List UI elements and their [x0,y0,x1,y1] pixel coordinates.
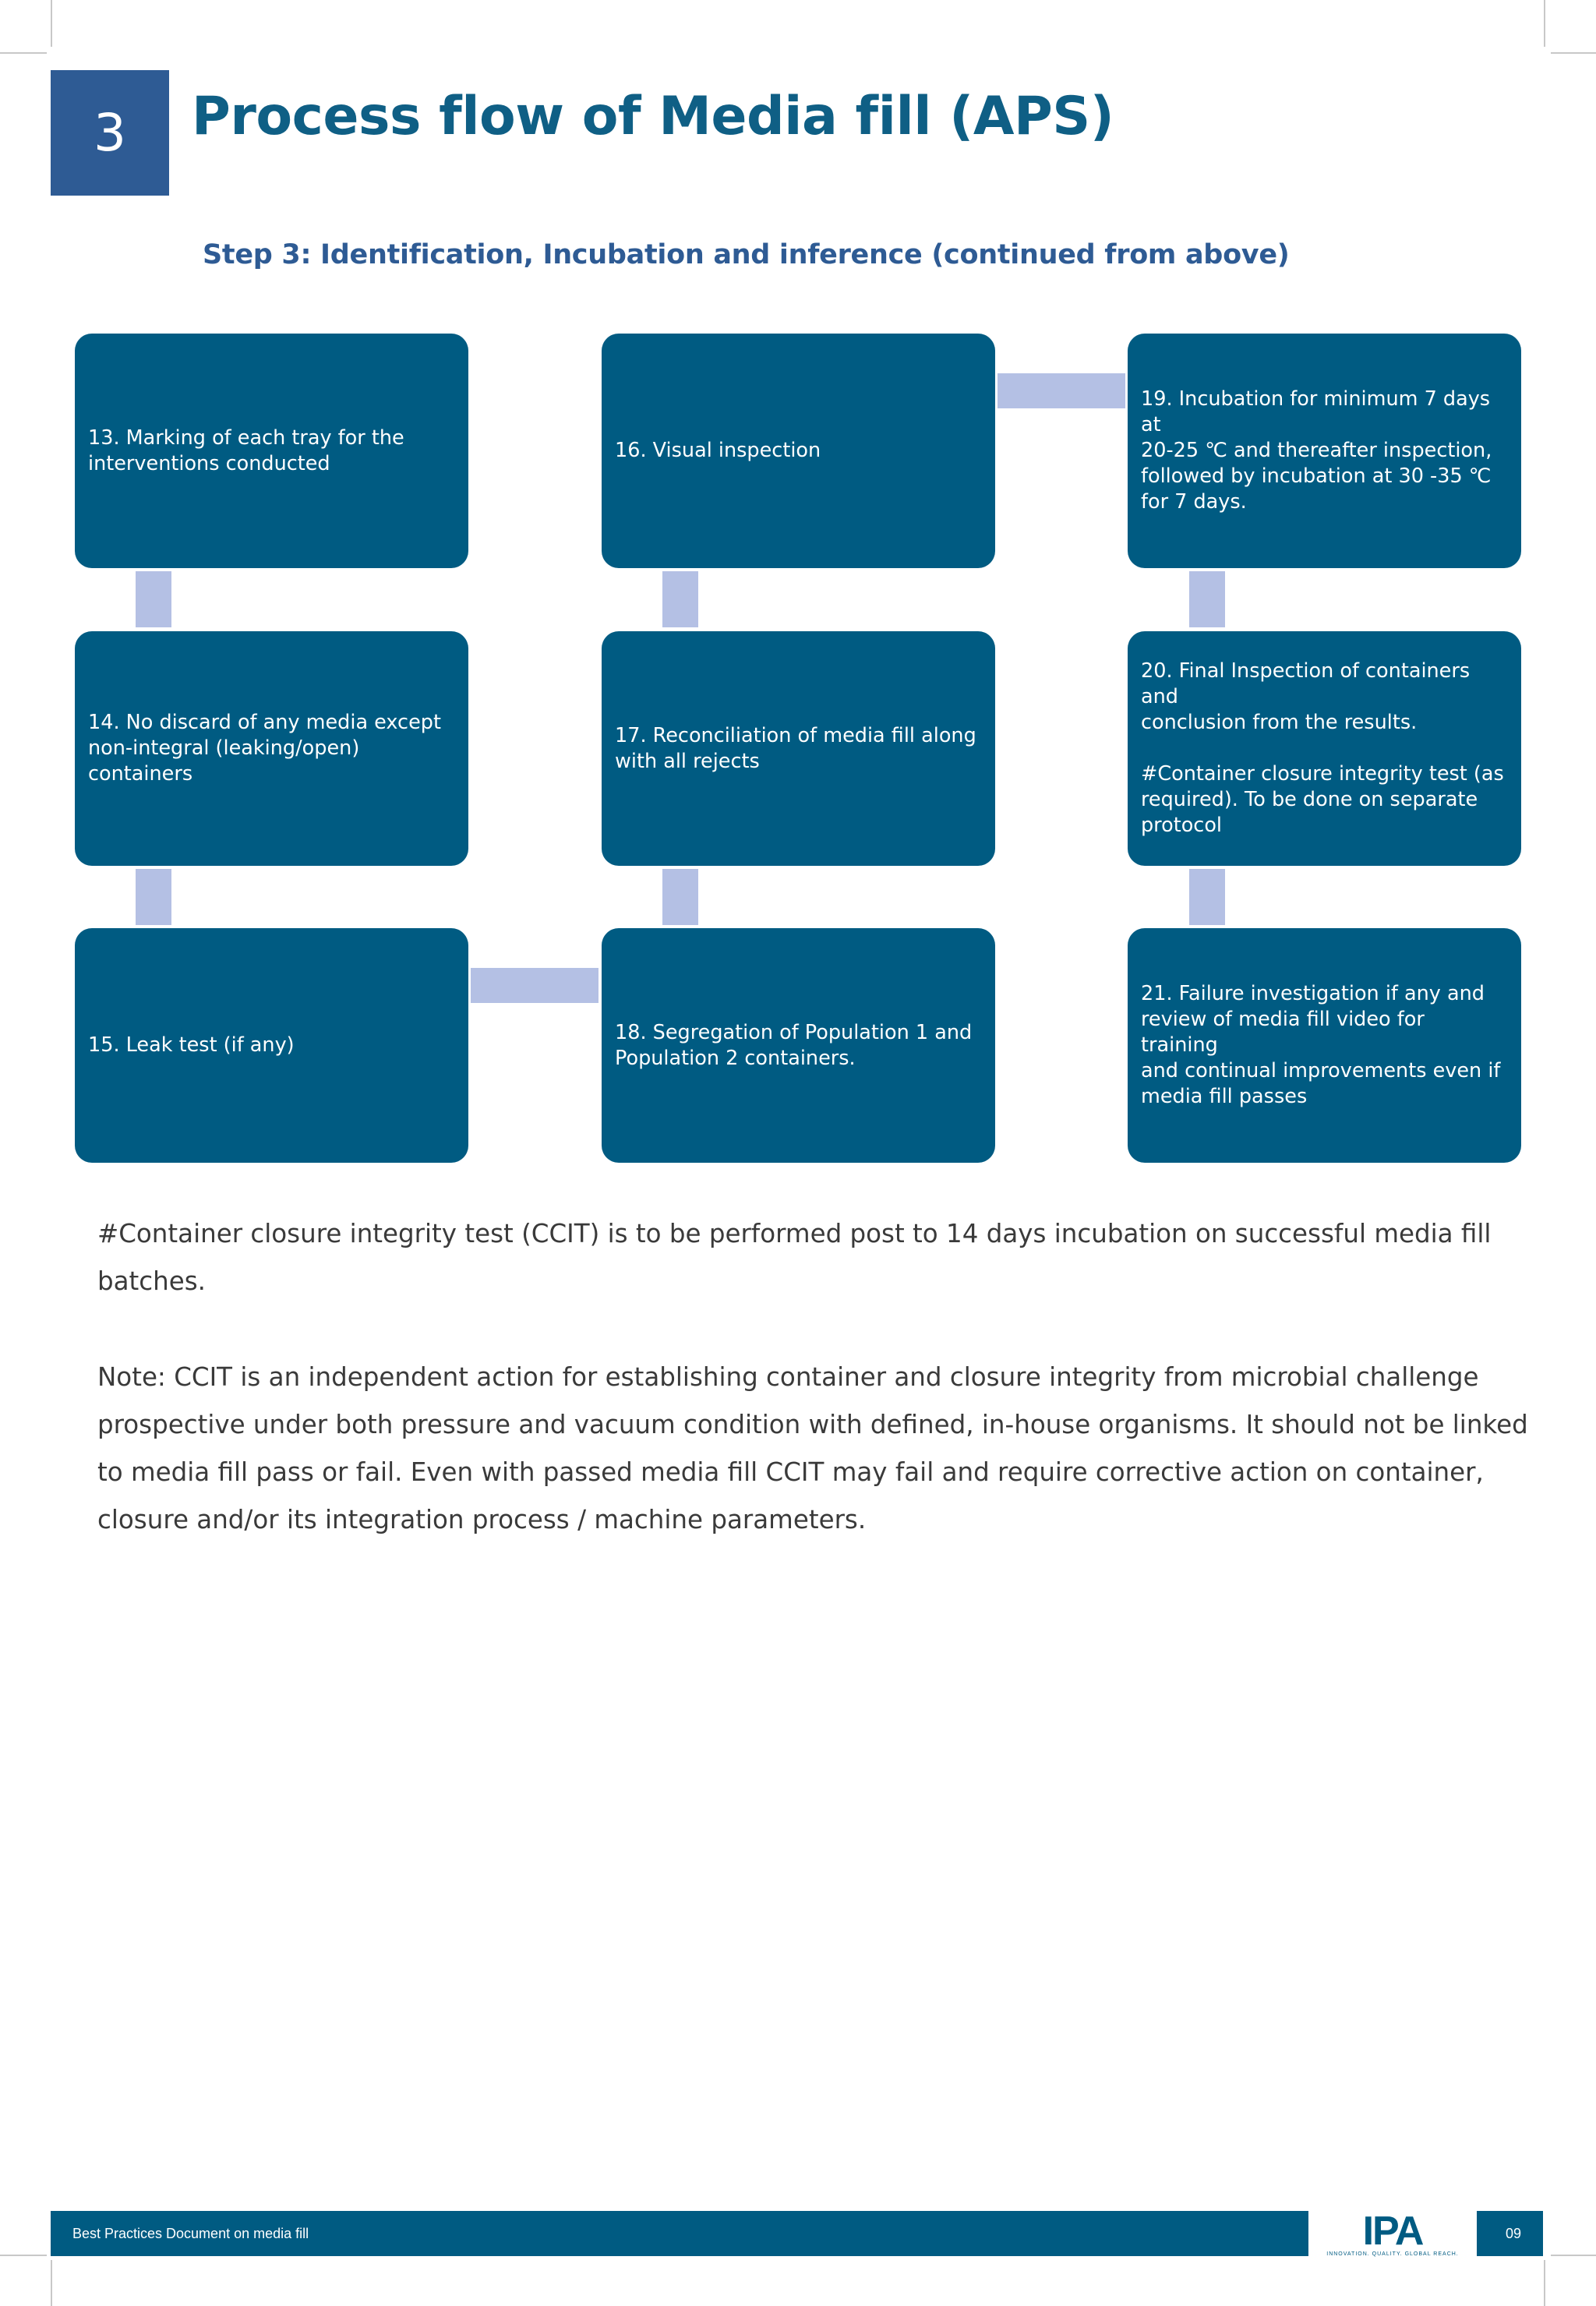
crop-mark [51,0,52,47]
flow-step-text: 17. Reconciliation of media fill along w… [615,723,976,773]
flow-connector [471,968,598,1003]
crop-mark [0,2255,47,2256]
flow-step-text: 18. Segregation of Population 1 and Popu… [615,1020,973,1070]
flow-step-21: 21. Failure investigation if any and rev… [1128,928,1521,1163]
crop-mark [1551,52,1596,54]
page-title: Process flow of Media fill (APS) [192,86,1114,147]
ccit-note: #Container closure integrity test (CCIT)… [97,1219,1492,1296]
page-number: 09 [1505,2226,1521,2241]
flow-step-17: 17. Reconciliation of media fill along w… [602,631,995,866]
flow-step-text: 14. No discard of any media except non-i… [88,711,441,786]
crop-mark [51,2260,52,2306]
logo-tagline: INNOVATION. QUALITY. GLOBAL REACH. [1326,2251,1459,2257]
flow-connector [998,373,1125,408]
footer-document-title: Best Practices Document on media fill [72,2226,309,2241]
crop-mark [1544,2260,1545,2306]
section-number: 3 [94,103,126,163]
section-number-badge: 3 [51,70,169,196]
flow-connector [662,869,698,925]
crop-mark [1551,2255,1596,2256]
ipa-logo: IPA INNOVATION. QUALITY. GLOBAL REACH. [1308,2208,1477,2259]
flow-step-14: 14. No discard of any media except non-i… [75,631,468,866]
flow-step-16: 16. Visual inspection [602,334,995,568]
crop-mark [0,52,47,54]
flow-connector [662,571,698,627]
step-title: Step 3: Identification, Incubation and i… [203,239,1290,270]
general-note: Note: CCIT is an independent action for … [97,1362,1528,1534]
flow-step-15: 15. Leak test (if any) [75,928,468,1163]
flow-step-text: 19. Incubation for minimum 7 days at 20-… [1141,387,1492,514]
flow-step-18: 18. Segregation of Population 1 and Popu… [602,928,995,1163]
flow-step-19: 19. Incubation for minimum 7 days at 20-… [1128,334,1521,568]
flow-step-20: 20. Final Inspection of containers and c… [1128,631,1521,866]
flow-step-text: 21. Failure investigation if any and rev… [1141,982,1501,1108]
flow-connector [136,571,171,627]
flow-step-text: 13. Marking of each tray for the interve… [88,426,404,475]
crop-mark [1544,0,1545,47]
flow-step-13: 13. Marking of each tray for the interve… [75,334,468,568]
flow-connector [136,869,171,925]
flow-step-text: 20. Final Inspection of containers and c… [1141,659,1504,837]
logo-mark: IPA [1362,2208,1425,2254]
flow-step-text: 16. Visual inspection [615,439,821,462]
flow-step-text: 15. Leak test (if any) [88,1033,295,1057]
flow-connector [1189,869,1225,925]
flow-connector [1189,571,1225,627]
footer-bar: Best Practices Document on media fill IP… [51,2208,1543,2259]
